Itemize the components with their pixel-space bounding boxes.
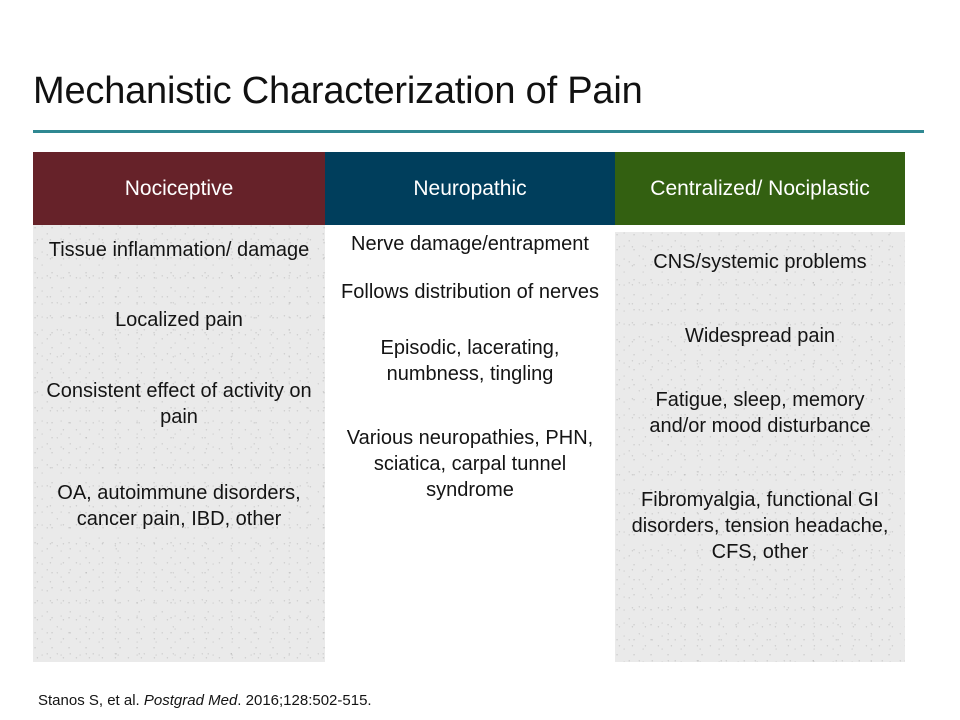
table-cell: Nerve damage/entrapment	[351, 233, 589, 255]
pain-mechanism-table: Nociceptive Tissue inflammation/ damage …	[33, 152, 905, 662]
citation-journal: Postgrad Med	[143, 692, 238, 709]
table-cell: Widespread pain	[684, 325, 836, 347]
title-divider	[33, 130, 924, 133]
citation-details: . 2016;128:502-515.	[237, 692, 372, 709]
column-header-neuropathic: Neuropathic	[325, 152, 615, 225]
table-cell: CNS/systemic problems	[653, 251, 867, 273]
table-cell: Fibromyalgia, functional GI disorders, t…	[631, 489, 889, 563]
table-cell: Episodic, lacerating, numbness, tingling	[380, 337, 560, 385]
column-body-centralized-nociplastic: CNS/systemic problems Widespread pain Fa…	[615, 232, 905, 662]
table-cell: Tissue inflammation/ damage	[48, 239, 310, 261]
column-header-nociceptive: Nociceptive	[33, 152, 325, 225]
table-cell: Various neuropathies, PHN, sciatica, car…	[346, 427, 594, 501]
page-title: Mechanistic Characterization of Pain	[33, 70, 643, 112]
table-cell: OA, autoimmune disorders, cancer pain, I…	[57, 482, 301, 530]
table-cell: Consistent effect of activity on pain	[46, 380, 312, 428]
title-block: Mechanistic Characterization of Pain	[33, 68, 923, 132]
citation: Stanos S, et al. Postgrad Med. 2016;128:…	[38, 691, 372, 711]
table-cell: Follows distribution of nerves	[341, 281, 599, 303]
table-cell: Fatigue, sleep, memory and/or mood distu…	[649, 389, 871, 437]
column-body-neuropathic: Nerve damage/entrapment Follows distribu…	[325, 225, 615, 662]
citation-authors: Stanos S, et al.	[38, 692, 144, 709]
column-header-centralized-nociplastic: Centralized/ Nociplastic	[615, 152, 905, 225]
column-body-nociceptive: Tissue inflammation/ damage Localized pa…	[33, 225, 325, 662]
table-cell: Localized pain	[115, 309, 243, 331]
